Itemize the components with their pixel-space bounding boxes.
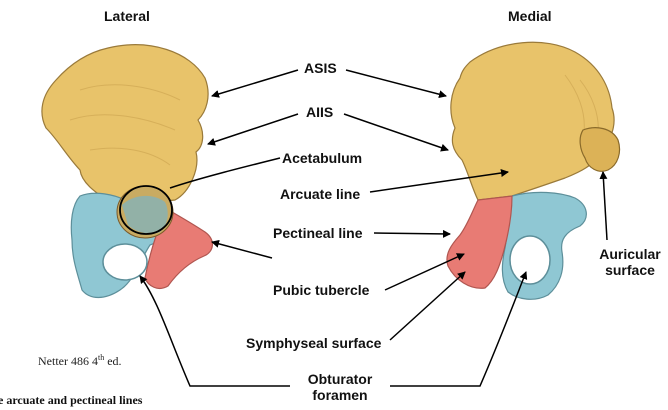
reference-note: Netter 486 4th ed.	[38, 353, 122, 369]
reference-text: Netter 486 4	[38, 354, 98, 368]
label-arcuate-line: Arcuate line	[280, 186, 360, 202]
figure-caption: e arcuate and pectineal lines	[0, 393, 142, 408]
medial-obturator-foramen	[510, 236, 550, 284]
aiis-arrow-left	[208, 114, 298, 144]
label-symphyseal-surface: Symphyseal surface	[246, 335, 381, 351]
label-pectineal-line: Pectineal line	[273, 225, 362, 241]
label-auricular-line2: surface	[596, 262, 664, 278]
reference-suffix: ed.	[104, 354, 121, 368]
pubic-tubercle-arrow-left	[212, 242, 272, 258]
label-pubic-tubercle: Pubic tubercle	[273, 282, 369, 298]
asis-arrow-right	[346, 70, 446, 96]
label-obturator-line1: Obturator	[288, 371, 392, 387]
pectineal-arrow	[374, 233, 450, 234]
label-auricular-line1: Auricular	[596, 246, 664, 262]
label-acetabulum: Acetabulum	[282, 150, 362, 166]
lateral-obturator-foramen	[103, 244, 147, 280]
label-obturator-foramen: Obturator foramen	[288, 371, 392, 403]
asis-arrow-left	[212, 70, 298, 96]
label-auricular-surface: Auricular surface	[596, 246, 664, 278]
obturator-pointer-left	[140, 276, 290, 386]
label-aiis: AIIS	[306, 104, 333, 120]
label-asis: ASIS	[304, 60, 337, 76]
header-lateral: Lateral	[104, 8, 150, 24]
auricular-arrow	[603, 172, 607, 240]
lateral-hip-bone	[42, 45, 212, 298]
label-obturator-line2: foramen	[288, 387, 392, 403]
medial-hip-bone	[447, 42, 620, 299]
obturator-pointer-right	[390, 272, 526, 386]
aiis-arrow-right	[344, 114, 448, 150]
header-medial: Medial	[508, 8, 552, 24]
lateral-ilium	[42, 45, 208, 206]
